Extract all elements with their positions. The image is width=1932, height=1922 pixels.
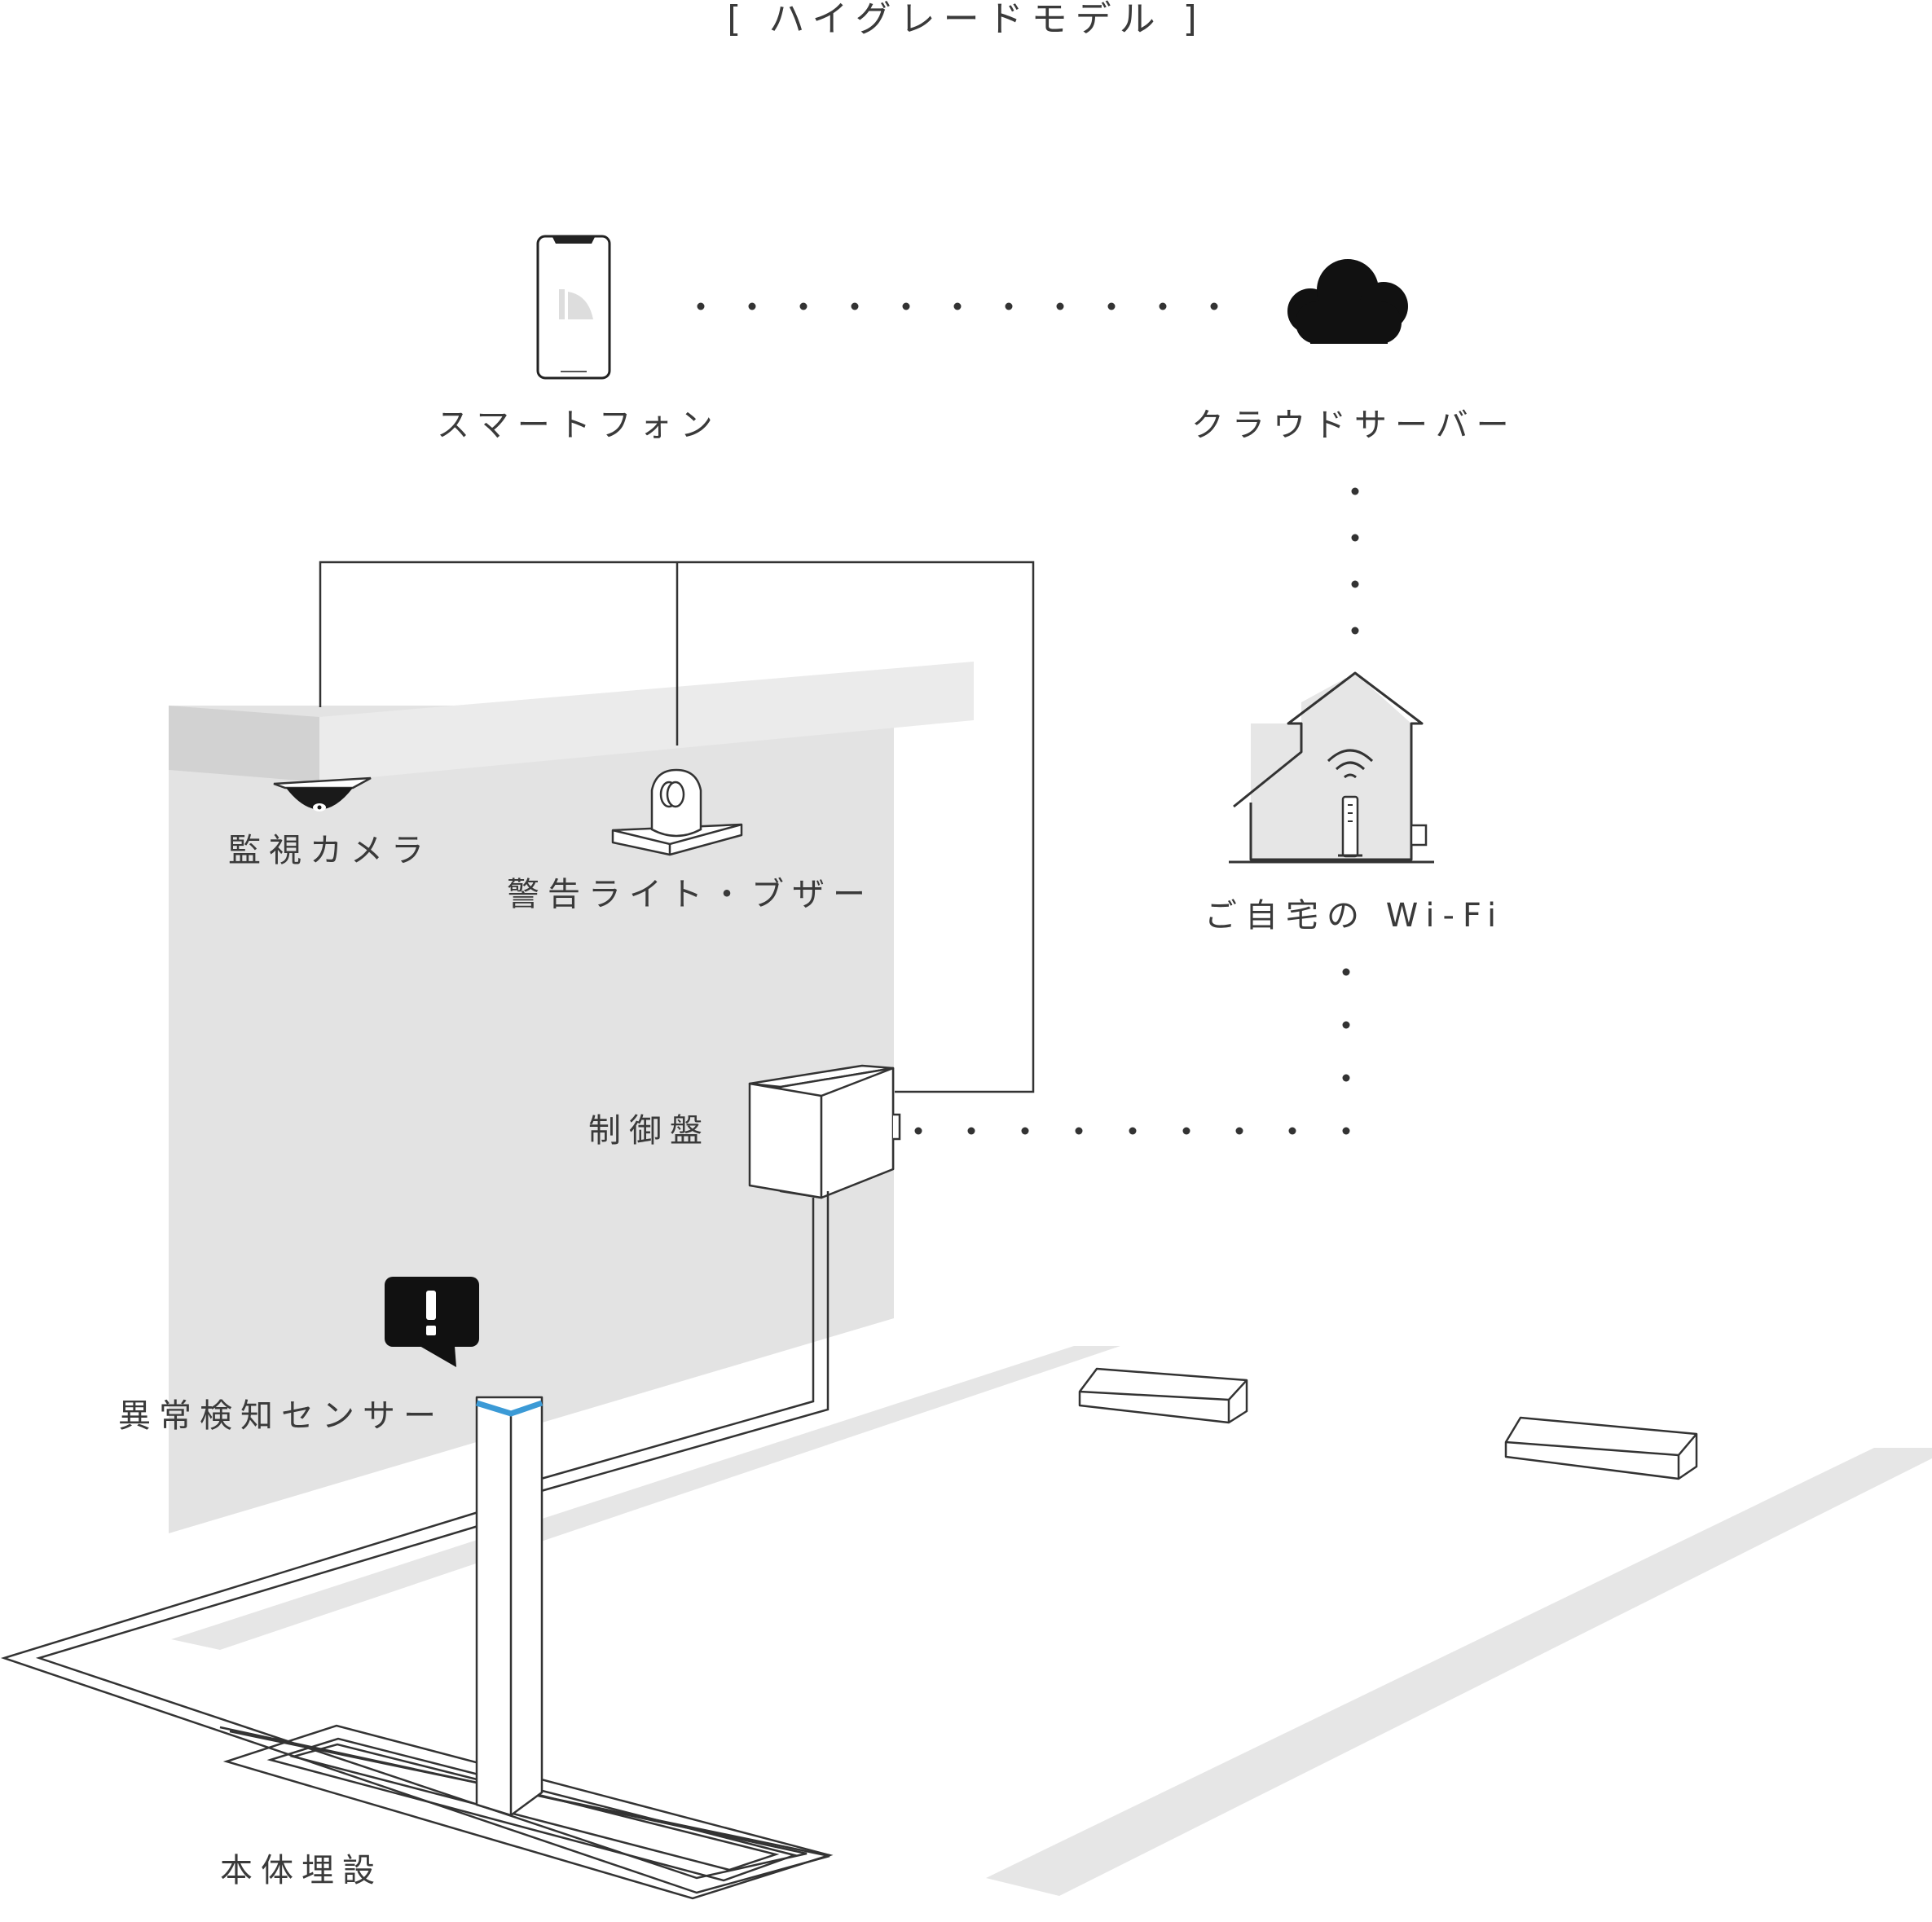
parking-stripe-left — [171, 1346, 1120, 1650]
wire-to-devices — [319, 561, 1035, 1093]
wall — [169, 706, 894, 1533]
home-wifi-label: ご自宅の Wi-Fi — [1204, 897, 1505, 935]
sensor-label: 異常検知センサー — [118, 1397, 444, 1435]
dome-camera-icon — [273, 776, 372, 811]
wireless-link-phone-cloud — [697, 302, 1218, 310]
smartphone-icon — [536, 235, 611, 380]
buried-conduit — [0, 1191, 830, 1894]
wheel-stop-1 — [1078, 1367, 1248, 1424]
wireless-link-home-panel — [914, 968, 1350, 1135]
roof-top — [169, 662, 974, 782]
camera-label: 監視カメラ — [228, 832, 432, 869]
roof-front — [169, 706, 319, 782]
wheel-stop-2 — [1504, 1416, 1698, 1480]
house-wifi-icon — [1229, 671, 1434, 864]
diagram-title: [ ハイグレードモデル ] — [727, 0, 1205, 40]
wireless-link-cloud-home — [1351, 487, 1359, 635]
buried-label: 本体埋設 — [220, 1852, 383, 1889]
exclamation-bubble-icon — [385, 1277, 479, 1367]
parking-stripe-right — [986, 1448, 1932, 1896]
cloud-server-label: クラウドサーバー — [1191, 407, 1517, 444]
smartphone-label: スマートフォン — [437, 407, 721, 444]
control-panel-label: 制御盤 — [588, 1112, 711, 1150]
sensor-pole-icon — [475, 1396, 544, 1817]
buried-base-frame — [222, 1724, 834, 1900]
warning-light-icon — [611, 768, 743, 856]
warning-light-label: 警告ライト・ブザー — [507, 876, 874, 913]
control-box-icon — [748, 1064, 901, 1199]
cloud-icon — [1287, 259, 1408, 344]
